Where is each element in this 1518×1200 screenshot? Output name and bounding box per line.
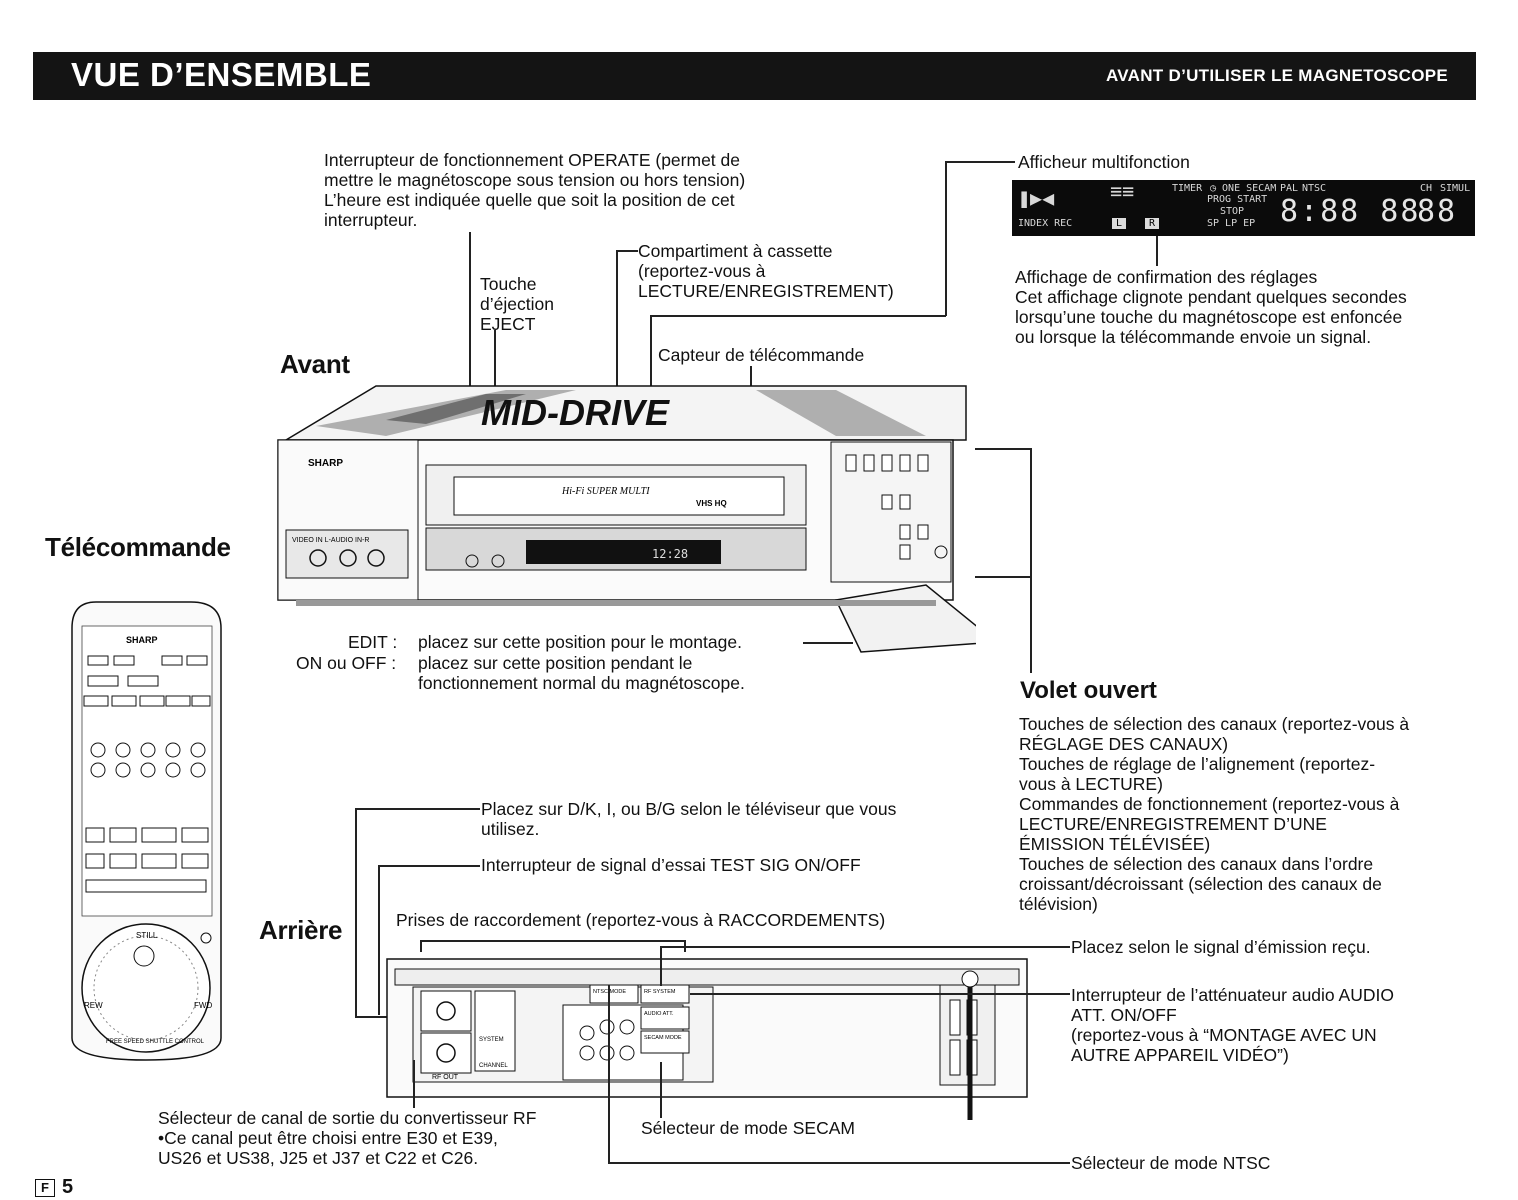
operate-label: Interrupteur de fonctionnement OPERATE (…: [324, 150, 746, 230]
multifunction-display: ❚▶◀ INDEX REC ≡≡ L R TIMER ◷ ONE SECAM P…: [1012, 180, 1475, 236]
heading-avant: Avant: [280, 349, 350, 379]
mid-drive-logo: MID-DRIVE: [481, 392, 670, 433]
page-language-marker: F: [35, 1179, 55, 1197]
svg-text:SYSTEM: SYSTEM: [479, 1037, 504, 1043]
svg-text:AUDIO ATT.: AUDIO ATT.: [644, 1011, 674, 1017]
secam-label: Sélecteur de mode SECAM: [641, 1118, 855, 1138]
page-title: VUE D’ENSEMBLE: [71, 56, 372, 93]
edit-key: EDIT :: [348, 632, 398, 652]
heading-volet-ouvert: Volet ouvert: [1020, 677, 1157, 704]
page-header: VUE D’ENSEMBLE AVANT D’UTILISER LE MAGNE…: [33, 52, 1476, 100]
page-section: AVANT D’UTILISER LE MAGNETOSCOPE: [1105, 66, 1448, 85]
svg-text:NTSC MODE: NTSC MODE: [593, 989, 626, 995]
svg-text:VIDEO IN L-AUDIO IN-R: VIDEO IN L-AUDIO IN-R: [292, 537, 369, 544]
dk-label: Placez sur D/K, I, ou B/G selon le télév…: [481, 799, 897, 839]
heading-telecommande: Télécommande: [45, 532, 231, 562]
page-number: 5: [62, 1176, 74, 1198]
svg-text:STILL: STILL: [136, 931, 158, 940]
capteur-label: Capteur de télécommande: [658, 345, 865, 365]
svg-text:12:28: 12:28: [652, 547, 688, 561]
svg-text:FWD: FWD: [194, 1001, 212, 1010]
level-meter-icon: ≡≡: [1110, 179, 1135, 203]
svg-text:RF SYSTEM: RF SYSTEM: [644, 989, 676, 995]
svg-text:Hi-Fi SUPER MULTI: Hi-Fi SUPER MULTI: [561, 486, 650, 497]
pause-play-icon: ❚▶◀: [1018, 186, 1055, 210]
prises-label: Prises de raccordement (reportez-vous à …: [396, 910, 886, 930]
heading-arriere: Arrière: [259, 915, 343, 945]
onoff-key: ON ou OFF :: [296, 653, 397, 673]
rf-selector-label: Sélecteur de canal de sortie du converti…: [158, 1108, 537, 1168]
test-sig-label: Interrupteur de signal d’essai TEST SIG …: [481, 855, 861, 875]
svg-text:SECAM MODE: SECAM MODE: [644, 1035, 682, 1041]
ntsc-label: Sélecteur de mode NTSC: [1071, 1153, 1271, 1173]
sharp-logo: SHARP: [308, 458, 343, 469]
svg-text:FREE SPEED SHUTTLE CONTROL: FREE SPEED SHUTTLE CONTROL: [106, 1039, 205, 1045]
audio-att-label: Interrupteur de l’atténuateur audio AUDI…: [1071, 985, 1394, 1065]
svg-text:VHS HQ: VHS HQ: [696, 499, 727, 508]
svg-text:CHANNEL: CHANNEL: [479, 1063, 508, 1069]
signal-label: Placez selon le signal d’émission reçu.: [1071, 937, 1371, 957]
svg-text:REW: REW: [84, 1001, 103, 1010]
afficheur-label: Afficheur multifonction: [1018, 152, 1190, 172]
vcr-back-illustration: RF OUT SYSTEM CHANNEL NTSC MODE RF SYSTE…: [386, 958, 1028, 1120]
svg-text:SHARP: SHARP: [126, 635, 158, 645]
edit-text: placez sur cette position pour le montag…: [418, 632, 742, 652]
svg-text:RF OUT: RF OUT: [432, 1074, 459, 1081]
vcr-front-illustration: MID-DRIVE SHARP VIDEO IN L-AUDIO IN-R Hi…: [277, 385, 976, 653]
volet-description: Touches de sélection des canaux (reporte…: [1019, 714, 1410, 914]
remote-illustration: SHARP STILL REW FWD FREE SPEED SHUTTLE C…: [71, 601, 222, 1061]
